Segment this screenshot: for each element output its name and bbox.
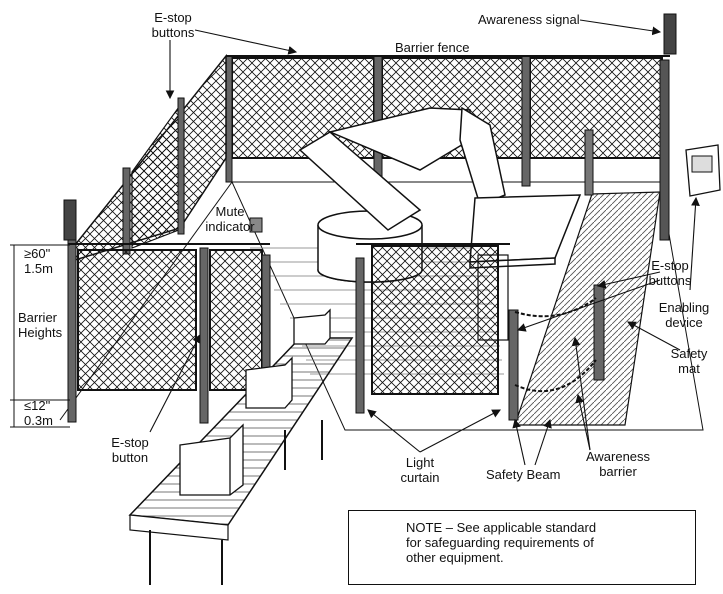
safety-mat bbox=[514, 191, 661, 426]
label-awareness-signal: Awareness signal bbox=[478, 12, 580, 27]
label-estop-top: E-stop buttons bbox=[143, 10, 203, 40]
label-line: Light bbox=[405, 455, 435, 470]
label-safety-beam: Safety Beam bbox=[486, 467, 561, 482]
label-line: buttons bbox=[648, 273, 692, 288]
label-line: device bbox=[665, 315, 703, 330]
label-line: mat bbox=[678, 361, 700, 376]
robot bbox=[298, 106, 507, 283]
left-fence bbox=[74, 53, 227, 262]
right-posts bbox=[508, 59, 670, 421]
label-estop-right: E-stop buttons bbox=[640, 258, 700, 288]
note-line: NOTE – See applicable standard bbox=[406, 520, 597, 535]
label-line: button bbox=[111, 450, 149, 465]
label-safety-mat: Safety mat bbox=[664, 346, 714, 376]
label-line: Awareness bbox=[585, 449, 651, 464]
label-enabling-device: Enabling device bbox=[652, 300, 716, 330]
awareness-chain bbox=[514, 297, 597, 393]
label-line: Enabling bbox=[658, 300, 710, 315]
label-line: ≤12" bbox=[24, 398, 51, 413]
label-height-low: ≤12" 0.3m bbox=[24, 398, 53, 428]
label-line: indicator bbox=[205, 219, 255, 234]
label-line: Mute bbox=[215, 204, 245, 219]
label-line: Safety bbox=[670, 346, 708, 361]
note-box: NOTE – See applicable standard for safeg… bbox=[348, 510, 696, 585]
front-fence bbox=[67, 239, 510, 424]
label-light-curtain: Light curtain bbox=[390, 455, 450, 485]
label-height-high: ≥60" 1.5m bbox=[24, 246, 53, 276]
note-line: other equipment. bbox=[406, 550, 504, 565]
signal-towers bbox=[63, 13, 677, 241]
label-awareness-barrier: Awareness barrier bbox=[578, 449, 658, 479]
label-line: curtain bbox=[400, 470, 440, 485]
height-dimension bbox=[10, 244, 70, 428]
boxes bbox=[179, 308, 331, 496]
label-barrier-fence: Barrier fence bbox=[395, 40, 470, 55]
label-line: barrier bbox=[599, 464, 637, 479]
label-barrier-heights: Barrier Heights bbox=[18, 310, 62, 340]
label-line: Heights bbox=[18, 325, 63, 340]
leader-arrows bbox=[149, 19, 700, 466]
label-line: E-stop bbox=[651, 258, 689, 273]
label-mute-indicator: Mute indicator bbox=[200, 204, 260, 234]
label-line: 1.5m bbox=[24, 261, 53, 276]
label-line: buttons bbox=[151, 25, 195, 40]
label-line: ≥60" bbox=[24, 246, 51, 261]
label-line: E-stop bbox=[111, 435, 149, 450]
note-line: for safeguarding requirements of bbox=[406, 535, 594, 550]
label-estop-button: E-stop button bbox=[100, 435, 160, 465]
label-line: Barrier bbox=[18, 310, 58, 325]
label-line: E-stop bbox=[154, 10, 192, 25]
enabling-device-drawing bbox=[685, 144, 721, 197]
label-line: 0.3m bbox=[24, 413, 53, 428]
